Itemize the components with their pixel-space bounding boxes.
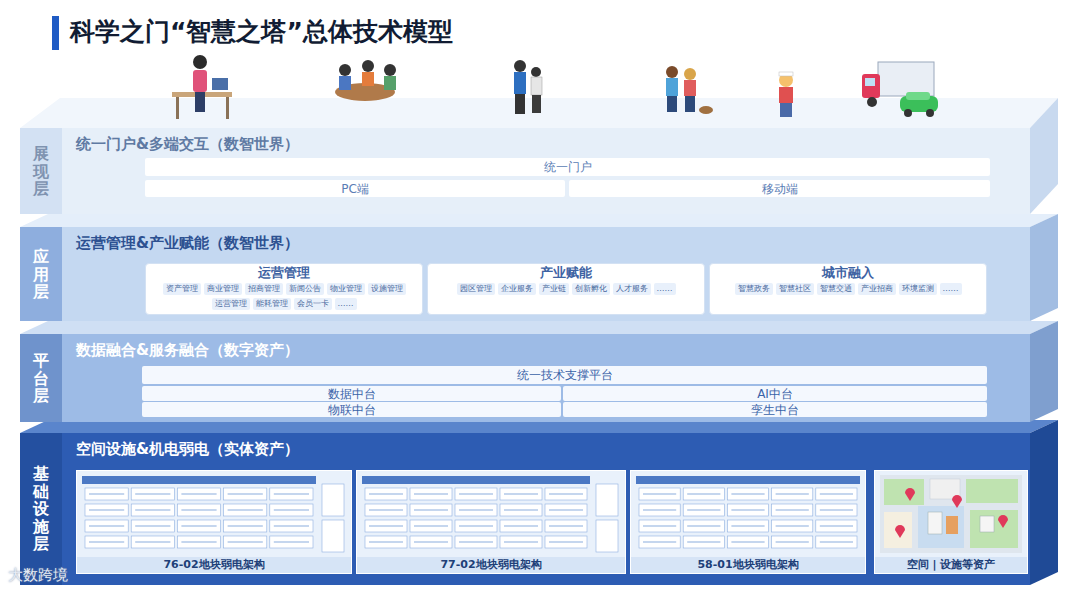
slab-side xyxy=(1030,321,1058,422)
slab-side xyxy=(1030,98,1058,214)
item-pill: 能耗管理 xyxy=(253,298,291,310)
item-pill: 智慧政务 xyxy=(735,283,773,295)
bar-node: PC端 xyxy=(145,180,565,197)
layer-heading: 运营管理&产业赋能（数智世界） xyxy=(76,234,299,253)
slab-front xyxy=(62,334,1030,422)
iblk-node: 58-01地块弱电架构 xyxy=(630,470,866,574)
item-pill: 运营管理 xyxy=(212,298,250,310)
item-pill: 设施管理 xyxy=(368,283,406,295)
slab-top xyxy=(20,321,1058,334)
item-pill: …… xyxy=(654,283,676,295)
slab-front xyxy=(62,433,1030,585)
item-pill: 智慧交通 xyxy=(817,283,855,295)
box-title: 城市融入 xyxy=(710,265,986,281)
item-row: 资产管理商业管理招商管理新闻公告物业管理设施管理运营管理能耗管理会员一卡…… xyxy=(146,281,422,310)
layer-tab-label: 平台层 xyxy=(33,352,49,405)
iblk-node: 76-02地块弱电架构 xyxy=(76,470,352,574)
infra-detail xyxy=(82,476,860,552)
box-title: 产业赋能 xyxy=(428,265,704,281)
people-icons xyxy=(172,55,938,119)
bar-label: 移动端 xyxy=(762,182,798,196)
item-pill: 智慧社区 xyxy=(776,283,814,295)
map-illustration xyxy=(880,475,1022,553)
slab-side xyxy=(1030,214,1058,321)
item-row: 园区管理企业服务产业链创新孵化人才服务…… xyxy=(428,281,704,295)
bar-label: 孪生中台 xyxy=(751,403,799,417)
bar-node: 统一门户 xyxy=(145,158,990,176)
item-pill: …… xyxy=(335,298,357,310)
bar-node: 统一技术支撑平台 xyxy=(142,366,987,384)
layer-band: 基础设施层 空间设施&机电弱电（实体资产） 76-02地块弱电架构 77-02地块弱电… xyxy=(20,433,1030,585)
bar-node: 数据中台 xyxy=(142,386,561,401)
item-pill: …… xyxy=(940,283,962,295)
bar-node: 移动端 xyxy=(569,180,990,197)
layer-heading: 空间设施&机电弱电（实体资产） xyxy=(76,440,299,459)
bar-label: AI中台 xyxy=(757,387,793,401)
bar-label: 数据中台 xyxy=(328,387,376,401)
title-bar xyxy=(52,16,59,50)
iblk-node: 空间 | 设施等资产 xyxy=(874,470,1028,574)
slab-tab xyxy=(20,128,62,214)
block-label: 76-02地块弱电架构 xyxy=(77,558,351,572)
abox-node: 产业赋能园区管理企业服务产业链创新孵化人才服务…… xyxy=(427,263,705,315)
bar-label: PC端 xyxy=(341,182,369,196)
bar-node: 物联中台 xyxy=(142,402,561,417)
item-pill: 产业链 xyxy=(539,283,569,295)
slab-front xyxy=(62,128,1030,214)
layer-band: 展现层 统一门户&多端交互（数智世界） 统一门户 PC端 移动端 xyxy=(20,128,1030,214)
layer-heading: 统一门户&多端交互（数智世界） xyxy=(76,135,299,154)
item-pill: 新闻公告 xyxy=(286,283,324,295)
diagram-title: 科学之门“智慧之塔”总体技术模型 xyxy=(70,15,453,48)
item-pill: 环境监测 xyxy=(899,283,937,295)
slab-side xyxy=(1030,420,1058,585)
bar-label: 统一技术支撑平台 xyxy=(517,368,613,382)
block-label: 空间 | 设施等资产 xyxy=(875,558,1027,572)
item-pill: 会员一卡 xyxy=(294,298,332,310)
abox-node: 城市融入智慧政务智慧社区智慧交通产业招商环境监测…… xyxy=(709,263,987,315)
infra-panels xyxy=(76,470,1028,574)
item-pill: 资产管理 xyxy=(163,283,201,295)
item-pill: 园区管理 xyxy=(457,283,495,295)
item-pill: 人才服务 xyxy=(613,283,651,295)
bar-node: 孪生中台 xyxy=(563,402,987,417)
item-row: 智慧政务智慧社区智慧交通产业招商环境监测…… xyxy=(710,281,986,295)
abox-node: 运营管理资产管理商业管理招商管理新闻公告物业管理设施管理运营管理能耗管理会员一卡… xyxy=(145,263,423,315)
item-pill: 创新孵化 xyxy=(572,283,610,295)
slab-front xyxy=(62,227,1030,321)
item-pill: 招商管理 xyxy=(245,283,283,295)
slab-tab xyxy=(20,433,62,585)
layer-tab-label: 展现层 xyxy=(33,145,49,198)
item-pill: 商业管理 xyxy=(204,283,242,295)
item-pill: 物业管理 xyxy=(327,283,365,295)
bar-node: AI中台 xyxy=(563,386,987,401)
slab-tab xyxy=(20,227,62,321)
box-title: 运营管理 xyxy=(146,265,422,281)
item-pill: 企业服务 xyxy=(498,283,536,295)
layer-band: 平台层 数据融合&服务融合（数字资产） 统一技术支撑平台数据中台 AI中台物联中台 孪生… xyxy=(20,334,1030,422)
bar-label: 物联中台 xyxy=(328,403,376,417)
layer-heading: 数据融合&服务融合（数字资产） xyxy=(76,341,299,360)
block-label: 58-01地块弱电架构 xyxy=(631,558,865,572)
layer-band: 应用层运营管理&产业赋能（数智世界）运营管理资产管理商业管理招商管理新闻公告物业… xyxy=(20,227,1030,321)
layer-tab-label: 应用层 xyxy=(33,248,49,301)
block-label: 77-02地块弱电架构 xyxy=(357,558,625,572)
layer-tab-label: 基础设施层 xyxy=(33,465,49,553)
iblk-node: 77-02地块弱电架构 xyxy=(356,470,626,574)
item-pill: 产业招商 xyxy=(858,283,896,295)
watermark: 大数跨境 xyxy=(8,566,68,585)
slab-top xyxy=(20,214,1058,227)
bar-label: 统一门户 xyxy=(544,160,592,174)
slab-tab xyxy=(20,334,62,422)
